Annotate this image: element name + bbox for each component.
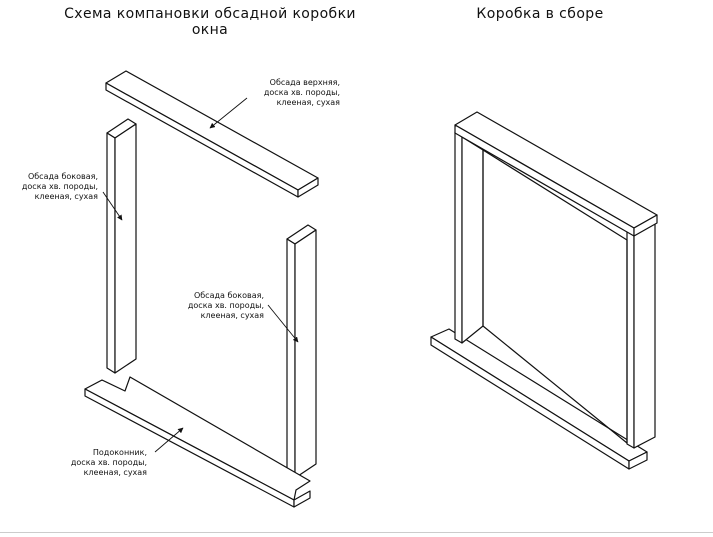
callout-right-side: Обсада боковая, доска хв. породы, клеена… (160, 291, 264, 321)
window-sill-part (84, 376, 311, 508)
assembled-box-title: Коробка в сборе (476, 6, 604, 22)
exploded-scheme-title-line2: окна (191, 22, 229, 38)
right-side-board-part (286, 224, 317, 479)
callout-text: Обсада верхняя, (269, 78, 340, 87)
bottom-divider (0, 532, 713, 533)
callout-leaders (102, 97, 299, 453)
callout-text: Обсада боковая, (27, 172, 98, 181)
left-side-board-part (106, 118, 137, 374)
top-board-part (105, 70, 319, 198)
callout-text: доска хв. породы, (21, 182, 98, 191)
callout-left-side: Обсада боковая, доска хв. породы, клеена… (0, 172, 98, 202)
callout-text: доска хв. породы, (187, 301, 264, 310)
exploded-scheme-title-line1: Схема компановки обсадной коробки (64, 6, 356, 22)
callout-text: доска хв. породы, (263, 88, 340, 97)
callout-top-board: Обсада верхняя, доска хв. породы, клеена… (230, 78, 340, 108)
callout-text: доска хв. породы, (70, 458, 147, 467)
callout-text: клееная, сухая (276, 98, 340, 107)
exploded-scheme-title: Схема компановки обсадной коробки окна (40, 6, 380, 38)
callout-text: Обсада боковая, (193, 291, 264, 300)
assembled-box (430, 111, 658, 470)
callout-text: клееная, сухая (200, 311, 264, 320)
callout-text: клееная, сухая (34, 192, 98, 201)
callout-text: Подоконник, (92, 448, 147, 457)
callout-text: клееная, сухая (83, 468, 147, 477)
callout-sill: Подоконник, доска хв. породы, клееная, с… (52, 448, 147, 478)
